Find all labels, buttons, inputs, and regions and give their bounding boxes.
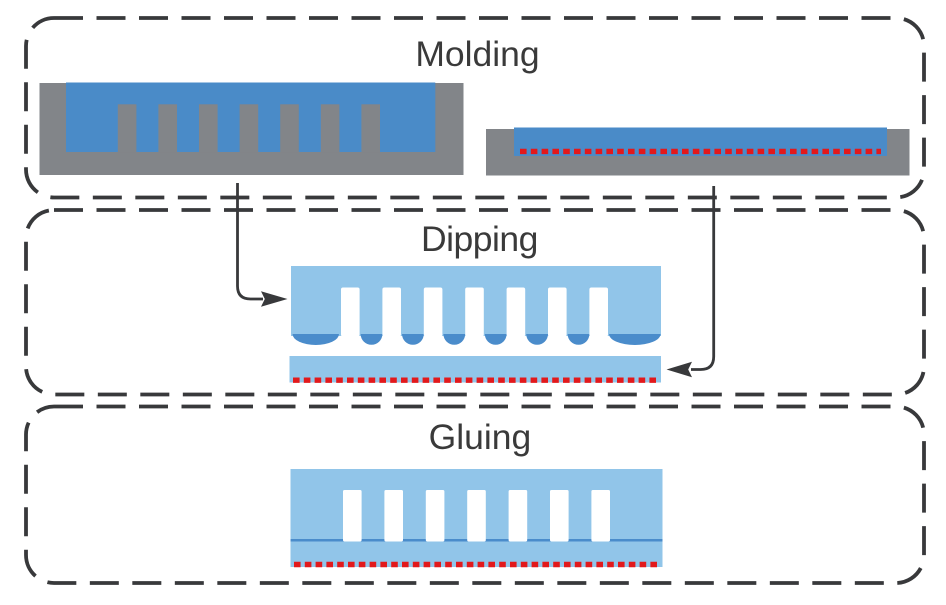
svg-text:Dipping: Dipping [421,219,538,259]
svg-text:Molding: Molding [415,34,539,74]
svg-text:Gluing: Gluing [429,417,532,457]
